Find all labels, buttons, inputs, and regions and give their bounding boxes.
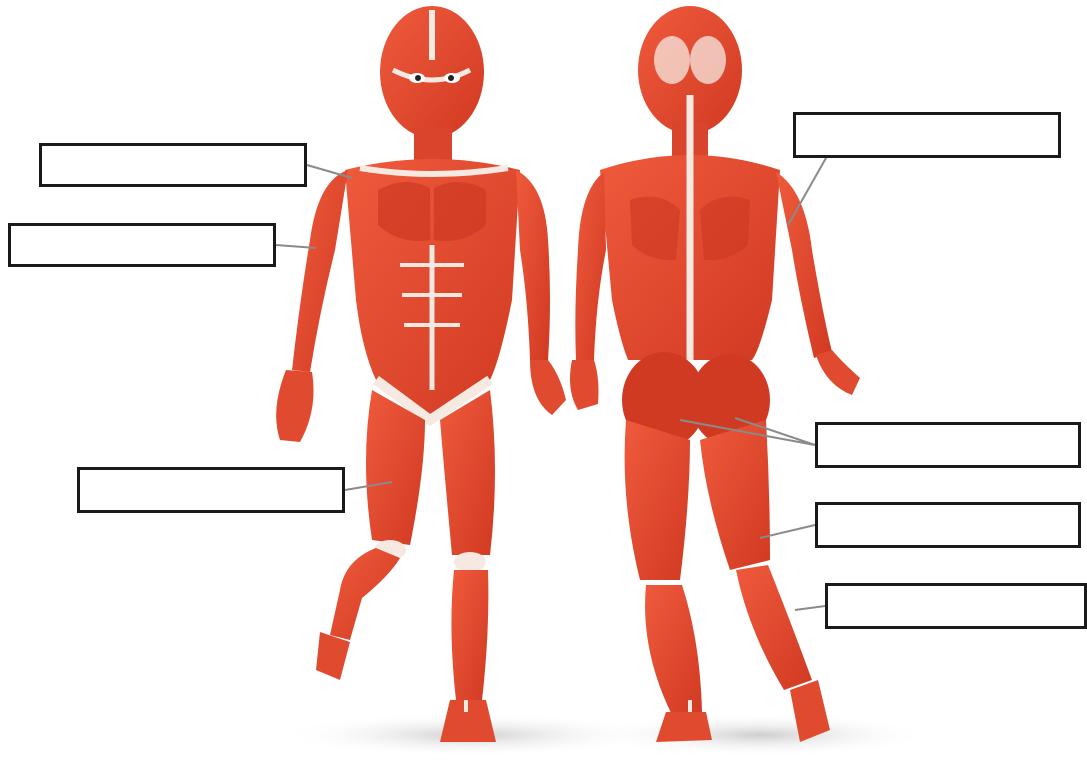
label-box-front-shoulder[interactable] xyxy=(39,143,307,187)
label-box-front-thigh[interactable] xyxy=(77,467,345,513)
back-left-thigh xyxy=(625,420,690,580)
leader-line-7 xyxy=(795,606,825,610)
back-right-arm xyxy=(776,172,832,358)
front-right-arm xyxy=(292,170,348,372)
front-figure xyxy=(276,6,566,742)
label-box-front-upper-arm[interactable] xyxy=(8,223,276,267)
front-left-thigh xyxy=(440,390,495,555)
label-box-buttocks[interactable] xyxy=(815,422,1081,468)
back-right-thigh xyxy=(700,420,770,570)
label-box-calf[interactable] xyxy=(825,583,1087,629)
back-right-calf xyxy=(736,565,812,690)
back-left-calf xyxy=(645,585,702,715)
label-box-back-upper-arm[interactable] xyxy=(793,112,1061,158)
back-left-arm xyxy=(575,172,606,360)
label-box-back-thigh[interactable] xyxy=(815,502,1081,548)
front-left-arm xyxy=(516,170,550,360)
